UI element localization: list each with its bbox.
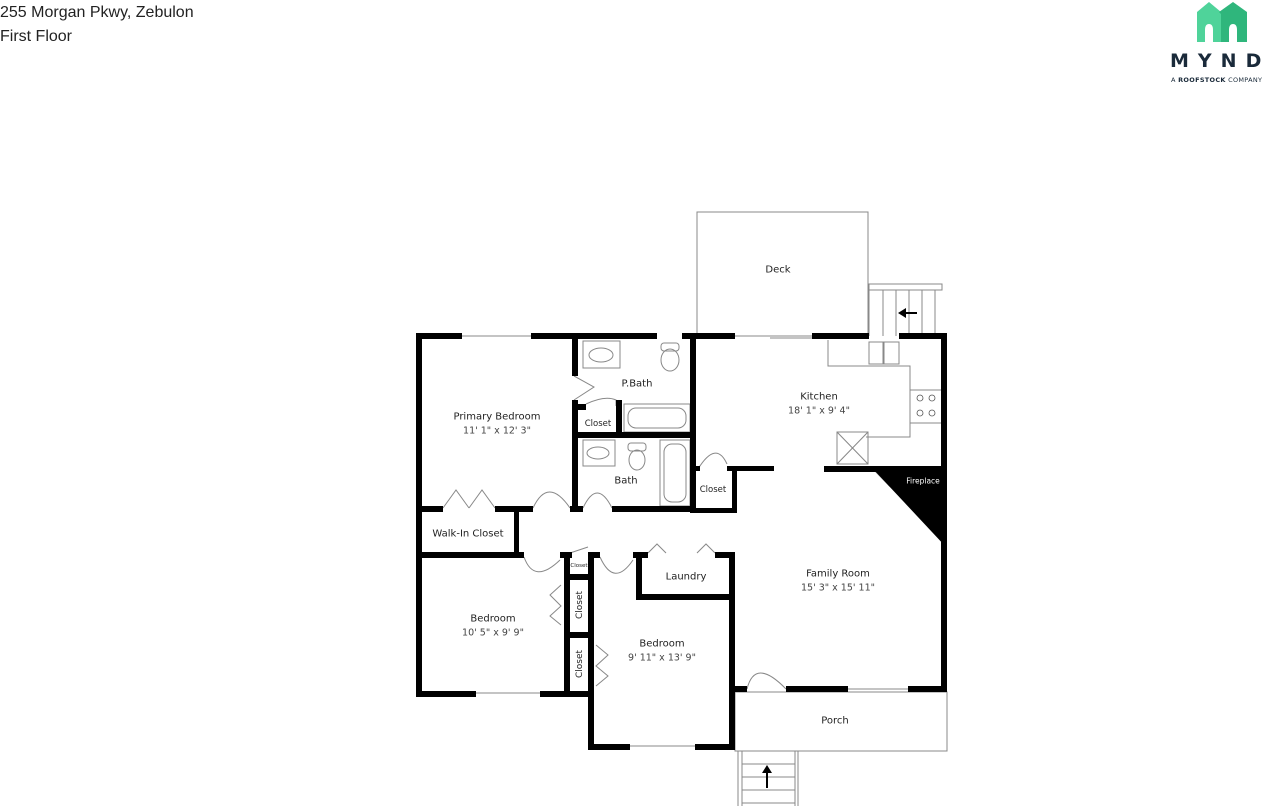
mynd-house-logo-icon (1197, 2, 1247, 42)
room-bath: Bath (614, 475, 638, 487)
room-deck: Deck (765, 264, 791, 276)
room-bedroom-3-closet: Closet (575, 649, 585, 679)
room-hall-closet: Closet (570, 563, 588, 569)
room-fireplace: Fireplace (906, 476, 940, 486)
logo-tagline: A ROOFSTOCK COMPANY (1171, 76, 1263, 84)
room-pbath: P.Bath (621, 378, 653, 390)
property-address: 255 Morgan Pkwy, Zebulon (0, 4, 194, 21)
room-porch: Porch (821, 715, 849, 727)
logo-wordmark: MYND (1170, 50, 1271, 72)
room-walk-in-closet: Walk-In Closet (432, 528, 504, 540)
fireplace-shape (874, 470, 946, 547)
room-laundry: Laundry (665, 571, 707, 583)
room-bedroom-2-closet: Closet (575, 590, 585, 620)
room-kitchen-closet: Closet (699, 485, 727, 495)
floor-label: First Floor (0, 28, 72, 45)
room-pbath-closet: Closet (584, 419, 612, 429)
